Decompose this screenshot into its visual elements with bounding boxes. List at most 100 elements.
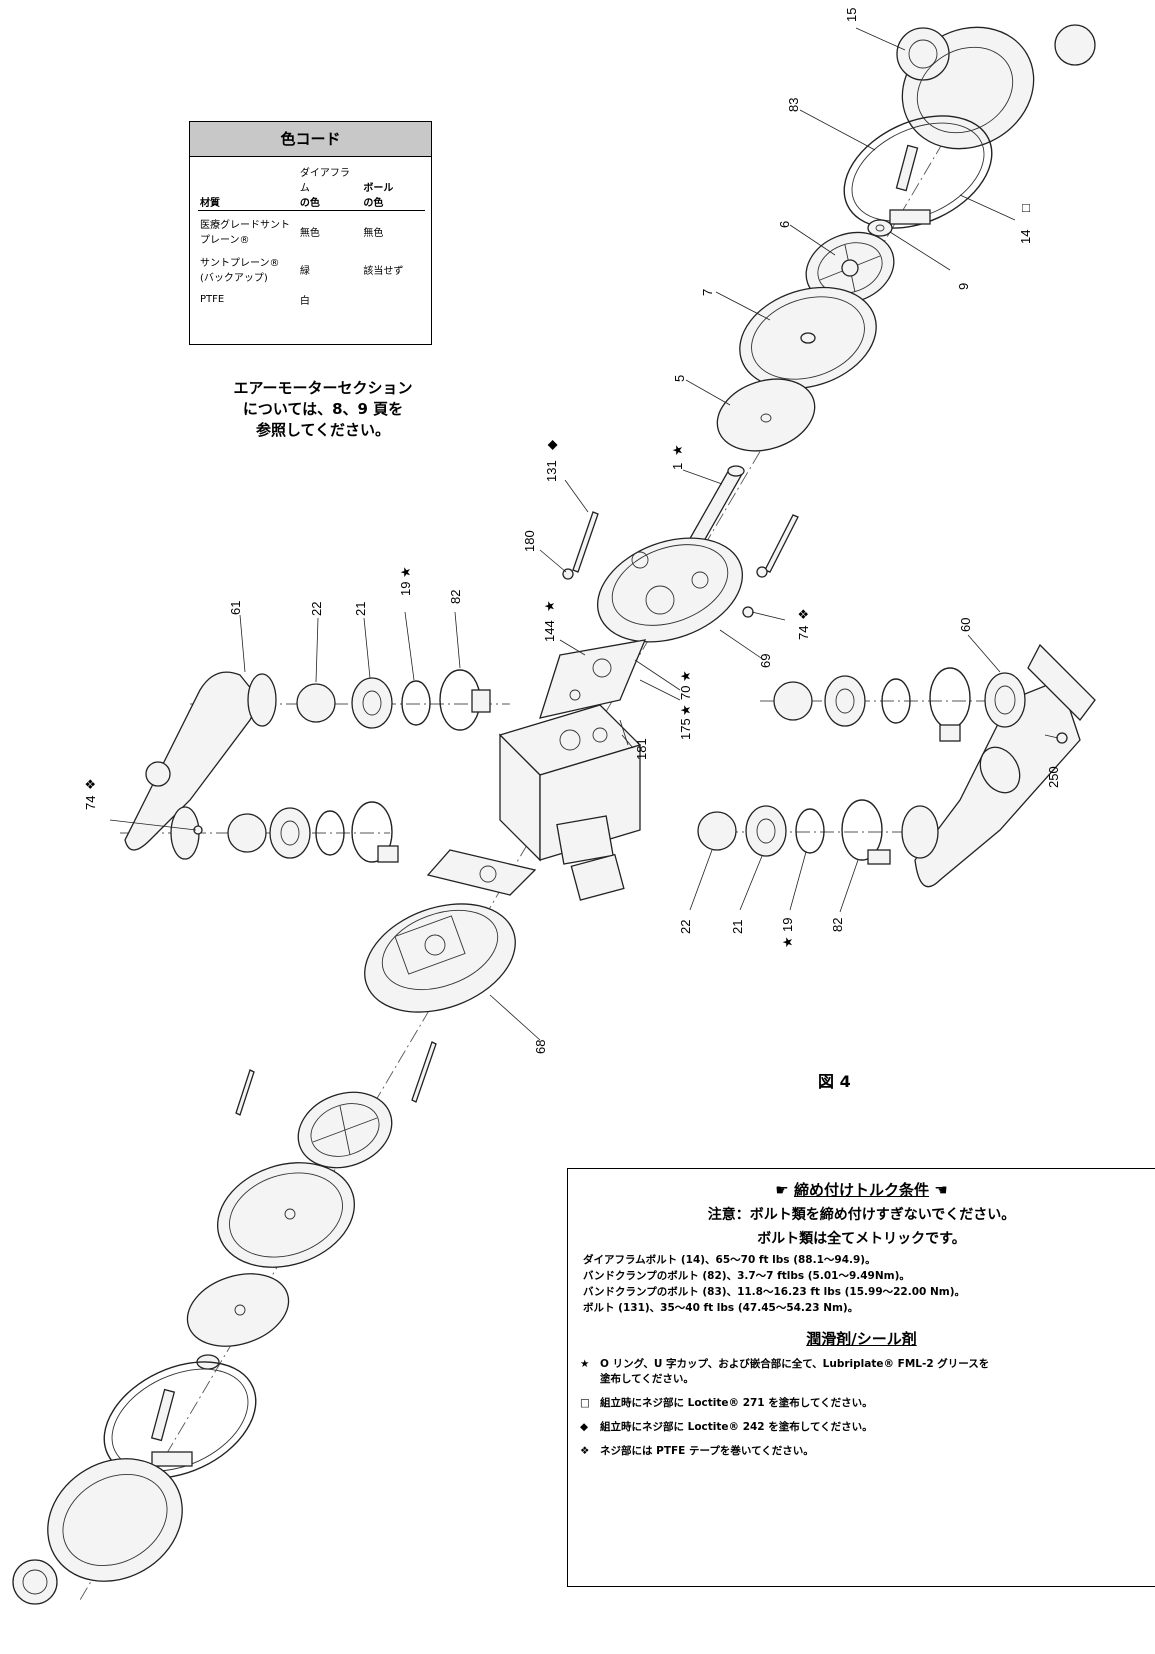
symbol-star-144: ★ [542, 600, 557, 612]
callout-131: 131 [544, 460, 559, 482]
callout-68: 68 [533, 1040, 548, 1054]
torque-caution: 注意：ボルト類を締め付けすぎないでください。 [707, 1207, 1016, 1223]
star-icon: ★ [580, 1358, 590, 1370]
lower-outer-plate [297, 1091, 393, 1169]
cell-ball [361, 287, 425, 310]
callout-5: 5 [672, 375, 687, 382]
callout-19-lower: 19 [780, 918, 795, 932]
part-15-manifold-cap [896, 24, 1096, 150]
right-lower-check-valve-parts [697, 799, 891, 865]
lower-backup-diaphragm [186, 1273, 290, 1347]
callout-83: 83 [786, 98, 801, 112]
symbol-diamond-131: ◆ [544, 440, 559, 450]
callout-7: 7 [700, 289, 715, 296]
callout-22-upper: 22 [309, 602, 324, 616]
header-ball-color: ボール の色 [361, 163, 425, 211]
cell-ball: 無色 [363, 227, 384, 239]
part-9-washer [867, 219, 893, 237]
part-68-center-body-lower [364, 903, 516, 1013]
lubricant-note: ❖ ネジ部には PTFE テープを巻いてください。 [580, 1444, 1155, 1459]
air-motor-reference-note: エアーモーターセクション については、8、9 頁を 参照してください。 [193, 378, 453, 441]
right-upper-check-valve-parts [773, 667, 971, 742]
lubricant-title: 潤滑剤/シール剤 [806, 1330, 917, 1348]
callout-181: 181 [634, 738, 649, 760]
note-line: 参照してください。 [255, 421, 391, 439]
symbol-crosses-74-upper: ❖ [796, 608, 811, 620]
lubricant-note: ★ O リング、U 字カップ、および嵌合部に全て、Lubriplate® FML… [580, 1357, 1155, 1387]
torque-line: ボルト (131)、35～40 ft lbs (47.45～54.23 Nm)。 [583, 1302, 859, 1314]
symbol-star-19-lower: ★ [780, 936, 795, 948]
torque-line: バンドクランプのボルト (83)、11.8～16.23 ft lbs (15.9… [583, 1286, 966, 1298]
cell-material: 医療グレードサント プレーン® [200, 220, 290, 246]
part-83-band-clamp [843, 115, 993, 229]
lubricant-note: □ 組立時にネジ部に Loctite® 271 を塗布してください。 [580, 1396, 1155, 1411]
part-175-gasket [539, 639, 647, 719]
part-5-backup-diaphragm [716, 378, 816, 452]
symbol-star-175: ★ [678, 704, 693, 716]
callout-60: 60 [958, 618, 973, 632]
callout-61: 61 [228, 601, 243, 615]
air-motor-section [498, 704, 642, 901]
callout-labels: 15 83 14 6 9 7 5 1 131 180 144 70 175 69… [83, 8, 1061, 1054]
callout-1: 1 [670, 463, 685, 470]
diamond-icon: ◆ [580, 1421, 589, 1433]
callout-70: 70 [678, 686, 693, 700]
callout-69: 69 [758, 654, 773, 668]
left-lower-check-valve-parts [227, 801, 399, 863]
lower-bolts [235, 1041, 437, 1116]
color-code-title: 色コード [190, 122, 431, 157]
callout-82-upper: 82 [448, 590, 463, 604]
callout-15: 15 [844, 8, 859, 22]
callout-74-lower: 74 [83, 796, 98, 810]
header-material: 材質 [198, 163, 298, 211]
crosses-icon: ❖ [580, 1445, 590, 1457]
callout-144: 144 [542, 620, 557, 642]
cell-diaphragm: 無色 [299, 227, 320, 239]
torque-metric-note: ボルト類は全てメトリックです。 [757, 1231, 966, 1247]
square-icon: □ [580, 1397, 590, 1409]
torque-requirements-box: ☛ 締め付けトルク条件 ☚ 注意：ボルト類を締め付けすぎないでください。 ボルト… [567, 1168, 1155, 1587]
torque-line: バンドクランプのボルト (82)、3.7～7 ftlbs (5.01～9.49N… [583, 1270, 910, 1282]
symbol-star-1: ★ [670, 444, 685, 456]
symbol-crosses-74-lower: ❖ [83, 778, 98, 790]
note-line: エアーモーターセクション [233, 379, 413, 397]
table-row: 医療グレードサント プレーン® 無色 無色 [198, 211, 425, 250]
left-upper-check-valve-parts [296, 669, 491, 731]
callout-9: 9 [956, 283, 971, 290]
callout-21-upper: 21 [353, 602, 368, 616]
hand-right-icon: ☚ [934, 1181, 948, 1199]
callout-21-lower: 21 [730, 920, 745, 934]
lubricant-note-text: O リング、U 字カップ、および嵌合部に全て、Lubriplate® FML-2… [600, 1358, 990, 1385]
cell-material: サントプレーン® (バックアップ) [200, 258, 280, 284]
part-69-center-body [596, 537, 754, 643]
callout-74-upper: 74 [796, 626, 811, 640]
note-line: については、8、9 頁を [242, 400, 404, 418]
callout-22-lower: 22 [678, 920, 693, 934]
leader-lines [109, 27, 1059, 1041]
lower-diaphragm [217, 1162, 355, 1268]
symbol-star-70: ★ [678, 670, 693, 682]
part-1-diaphragm-rod [687, 465, 745, 549]
torque-line: ダイアフラムボルト (14)、65～70 ft lbs (88.1～94.9)。 [583, 1254, 876, 1266]
callout-19-upper: 19 [398, 582, 413, 596]
lower-manifold-cap [12, 1458, 183, 1605]
table-row: PTFE 白 [198, 287, 425, 310]
cell-material: PTFE [200, 294, 225, 305]
callout-180: 180 [522, 530, 537, 552]
cell-diaphragm: 白 [299, 296, 310, 307]
callout-14: 14 [1018, 230, 1033, 244]
torque-title: 締め付けトルク条件 [793, 1181, 929, 1199]
part-7-diaphragm [739, 286, 877, 390]
lower-band-clamp [103, 1361, 257, 1479]
torque-title-row: ☛ 締め付けトルク条件 ☚ [568, 1179, 1155, 1200]
lubricant-note: ◆ 組立時にネジ部に Loctite® 242 を塗布してください。 [580, 1420, 1155, 1435]
symbol-star-19-upper: ★ [398, 566, 413, 578]
color-code-table: 色コード 材質 ダイアフラム の色 ボール の色 医療グレードサント プレーン®… [189, 121, 432, 345]
figure-label: 図 4 [818, 1072, 851, 1091]
part-61-inlet-manifold [124, 671, 277, 860]
cell-ball: 該当せず [363, 265, 404, 277]
hand-left-icon: ☛ [775, 1181, 789, 1199]
cell-diaphragm: 緑 [299, 265, 310, 277]
lubricant-note-text: 組立時にネジ部に Loctite® 271 を塗布してください。 [600, 1397, 873, 1409]
